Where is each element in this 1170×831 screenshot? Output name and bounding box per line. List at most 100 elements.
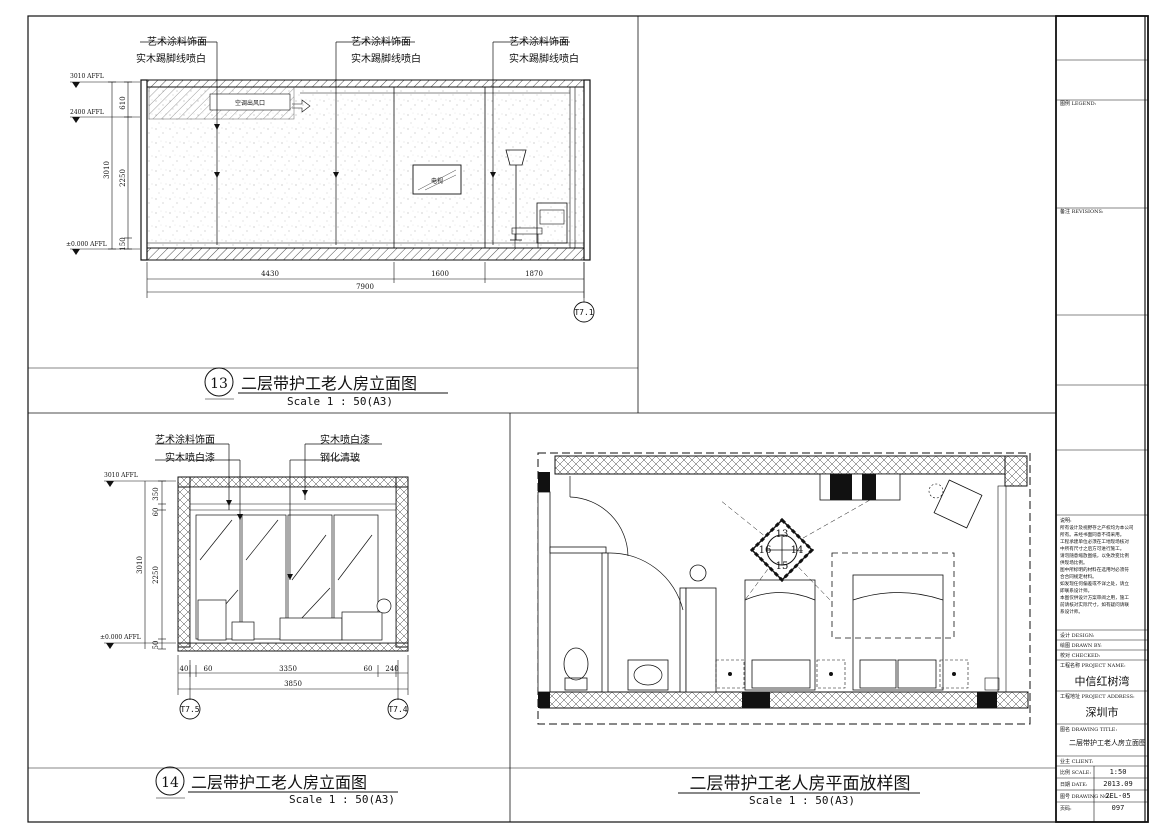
note-13-a2: 实木踢脚线喷白 [136, 52, 206, 65]
armchair-icon [511, 202, 568, 248]
note-14-r1: 实木喷白漆 [320, 433, 370, 446]
dim-14-3850: 3850 [284, 680, 302, 688]
dim-14-240: 240 [385, 665, 398, 673]
tv-label: 电视 [431, 177, 443, 185]
design-label: 设计 DESIGN: [1060, 632, 1095, 639]
marker-13: 13 [776, 529, 789, 540]
project-address-label: 工程地址 PROJECT ADDRESS: [1060, 693, 1135, 700]
drawn-label: 绘图 DRAWN BY: [1060, 642, 1102, 649]
dim-14-60a: 60 [204, 665, 213, 673]
titleblock-frame [1055, 15, 1149, 823]
plan-title: 二层带护工老人房平面放样图 [690, 774, 911, 794]
drawing-no-label: 图号 DRAWING NO: [1060, 794, 1110, 800]
note-line: 系设计师。 [1060, 608, 1083, 615]
section-marker: 13 16 14 15 [749, 517, 815, 583]
note-14-l2: 实木喷白漆 [165, 451, 215, 464]
marker-16: 16 [759, 545, 772, 556]
level-14-3010: 3010 AFFL [104, 472, 138, 479]
dim-13-7900: 7900 [356, 283, 374, 291]
drawing-number-13-label: 13 [210, 376, 228, 392]
elevation-13-scale: Scale 1 : 50(A3) [287, 395, 393, 408]
ref-tag-14a [179, 698, 201, 720]
ref-tag-13 [573, 301, 595, 323]
ac-label: 空调出风口 [235, 99, 265, 107]
note-13-c1: 艺术涂料饰面 [509, 35, 569, 48]
toilet-icon [563, 647, 589, 691]
project-name: 中信红树湾 [1075, 674, 1130, 688]
note-line: 本图仅供设计方案审阅之用，施工 [1060, 594, 1129, 601]
drawing-number-13 [204, 367, 234, 397]
elevation-14-scale: Scale 1 : 50(A3) [289, 793, 395, 806]
note-13-b1: 艺术涂料饰面 [351, 35, 411, 48]
legend-label: 图例 LEGEND: [1060, 100, 1097, 107]
dim-14-60: 60 [152, 508, 160, 517]
revisions-label: 备注 REVISIONS: [1060, 208, 1104, 215]
dim-14-60b: 60 [364, 665, 373, 673]
dim-13-1870: 1870 [525, 270, 543, 278]
dim-14-50: 50 [152, 641, 160, 650]
dim-13-4430: 4430 [261, 270, 279, 278]
note-line: 工程承建单位必须在工地现场核对 [1060, 538, 1129, 545]
dim-14-2250: 2250 [152, 566, 160, 584]
plan-scale: Scale 1 : 50(A3) [749, 794, 855, 807]
floor-plan: 13 16 14 15 二层带护工老人房平面放样图 Scale 1 : 50(A… [537, 452, 1031, 807]
level-13-0: ±0.000 AFFL [66, 241, 107, 248]
floor-lamp-icon [505, 149, 527, 241]
drawing-number-14-label: 14 [161, 775, 179, 791]
page-label: 页码: [1060, 805, 1072, 812]
project-name-label: 工程名称 PROJECT NAME: [1060, 662, 1126, 669]
checked-label: 校对 CHECKED: [1060, 652, 1101, 659]
note-14-l1: 艺术涂料饰面 [155, 433, 215, 446]
level-14-0: ±0.000 AFFL [100, 634, 141, 641]
basin-icon [627, 659, 669, 691]
note-13-b2: 实木踢脚线喷白 [351, 52, 421, 65]
notes-list: 所有设计及视野存之产权均为本公司 所有。未经书面同意不得采用。 工程承建单位必须… [1060, 524, 1134, 615]
date-value: 2013.09 [1103, 780, 1133, 788]
ref-tag-14b [387, 698, 409, 720]
dim-14-3010: 3010 [136, 556, 144, 574]
note-line: 合合同规定材料。 [1060, 573, 1097, 580]
level-13-2400: 2400 AFFL [70, 109, 104, 116]
note-line: 中所有尺寸之后方可进行施工。 [1060, 545, 1124, 552]
notes-label: 说明: [1060, 517, 1072, 524]
project-address: 深圳市 [1086, 705, 1119, 719]
title-block: 图例 LEGEND: 备注 REVISIONS: 说明: 所有设计及视野存之产权… [1056, 59, 1148, 822]
sheet-border [27, 15, 1146, 823]
dim-14-3350: 3350 [279, 665, 297, 673]
dim-13-2250: 2250 [119, 169, 127, 187]
ref-tag-14a-label: T7.5 [180, 705, 199, 714]
dim-13-1600: 1600 [431, 270, 449, 278]
elevation-14: 艺术涂料饰面 实木喷白漆 实木喷白漆 钢化清玻 3010 AFFL ±0.000… [100, 433, 409, 806]
note-line: 即联系设计师。 [1060, 587, 1092, 594]
dim-13-610: 610 [119, 96, 127, 109]
drawing-title-label: 图名 DRAWING TITLE: [1060, 726, 1117, 733]
client-label: 业主 CLIENT: [1060, 758, 1094, 765]
note-line: 供现场比例。 [1060, 559, 1088, 566]
note-line: 图中所标明的材料在选用时必须符 [1060, 566, 1129, 573]
elevation-14-title: 二层带护工老人房立面图 [191, 773, 367, 792]
note-line: 前请核对实际尺寸，如有疑问请联 [1060, 601, 1129, 608]
drawing-title: 二层带护工老人房立面图 [1069, 738, 1146, 747]
note-14-r2: 钢化清玻 [320, 451, 360, 464]
note-line: 所有。未经书面同意不得采用。 [1060, 531, 1124, 538]
dim-13-3010: 3010 [103, 161, 111, 179]
fixture-icon [689, 564, 707, 582]
note-line: 所有设计及视野存之产权均为本公司 [1060, 524, 1134, 531]
scale-value: 1:50 [1110, 768, 1127, 776]
note-13-c2: 实木踢脚线喷白 [509, 52, 579, 65]
drawing-number-14 [155, 766, 185, 796]
dim-14-40: 40 [180, 665, 189, 673]
elevation-13: 空调出风口 电视 [66, 35, 595, 408]
marker-15: 15 [776, 561, 789, 572]
furniture-14 [197, 598, 392, 641]
scale-label: 比例 SCALE: [1060, 769, 1091, 776]
page-value: 097 [1112, 804, 1125, 812]
dim-13-150: 150 [119, 237, 127, 250]
note-line: 如发现任何偏差或不详之处，请立 [1060, 580, 1129, 587]
note-line: 请勿随意缩放图纸，以免改变比例 [1060, 552, 1129, 559]
date-label: 日期 DATE: [1060, 782, 1088, 788]
tv-icon [412, 164, 462, 195]
ref-tag-13-label: T7.1 [574, 308, 593, 317]
elevation-13-title: 二层带护工老人房立面图 [241, 374, 417, 393]
